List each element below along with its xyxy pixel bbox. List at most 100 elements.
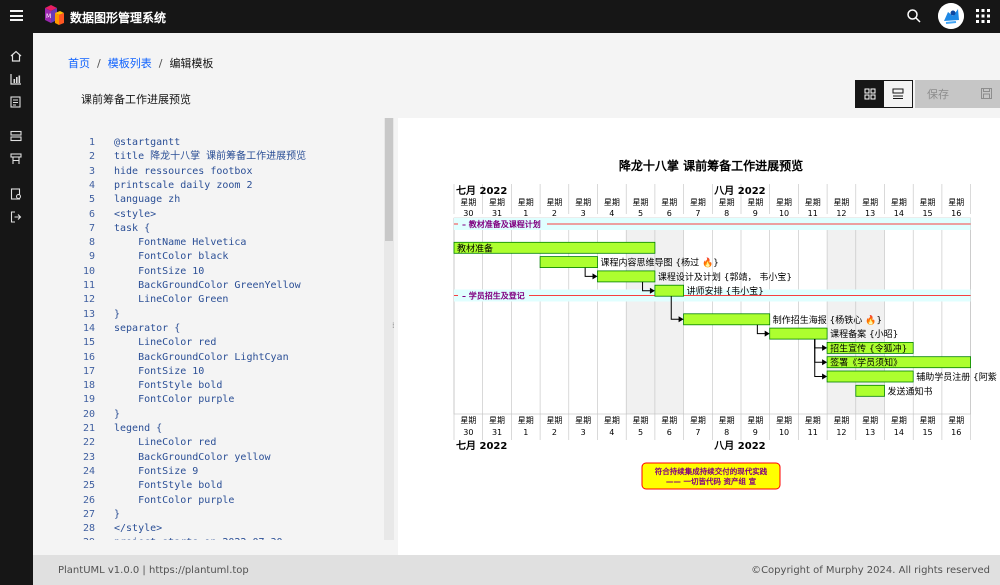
task-bar bbox=[826, 370, 914, 383]
footer-copyright: ©Copyright of Murphy 2024. All rights re… bbox=[751, 565, 990, 576]
line-number: 10 bbox=[82, 265, 95, 277]
weekday-label: 星期 bbox=[575, 416, 591, 425]
splitter-grip-icon[interactable]: ⁞ bbox=[392, 321, 395, 330]
line-number: 15 bbox=[82, 337, 95, 349]
breadcrumb: 首页/模板列表/编辑模板 bbox=[68, 55, 213, 71]
weekday-label: 星期 bbox=[546, 416, 562, 425]
save-button-label: 保存 bbox=[927, 88, 949, 101]
line-number: 25 bbox=[82, 480, 95, 492]
report-icon[interactable] bbox=[10, 188, 22, 200]
line-number: 29 bbox=[81, 536, 95, 540]
day-label: 4 bbox=[609, 428, 614, 437]
code-text: FontSize 9 bbox=[114, 465, 199, 477]
breadcrumb-current: 编辑模板 bbox=[169, 57, 214, 70]
footer: PlantUML v1.0.0 | https://plantuml.top ©… bbox=[33, 555, 1000, 585]
weekday-label: 星期 bbox=[604, 198, 620, 207]
code-text: } bbox=[114, 308, 121, 320]
day-label: 8 bbox=[724, 209, 729, 218]
logout-icon[interactable] bbox=[10, 211, 22, 223]
editor-scrollbar-track[interactable] bbox=[384, 118, 394, 540]
weekday-label: 星期 bbox=[489, 416, 505, 425]
code-text: LineColor Green bbox=[114, 294, 229, 306]
line-number: 11 bbox=[82, 280, 95, 291]
line-number: 22 bbox=[82, 437, 95, 449]
weekday-label: 星期 bbox=[948, 198, 964, 207]
breadcrumb-home[interactable]: 首页 bbox=[68, 57, 90, 70]
weekday-label: 星期 bbox=[690, 416, 706, 425]
weekday-label: 星期 bbox=[948, 416, 964, 425]
dependency-arrowhead bbox=[649, 287, 655, 294]
day-label: 12 bbox=[836, 428, 846, 437]
template-icon[interactable] bbox=[10, 153, 22, 165]
user-avatar[interactable] bbox=[938, 3, 964, 29]
code-text: separator { bbox=[114, 322, 181, 334]
code-text: task { bbox=[114, 222, 151, 234]
editor-scrollbar[interactable] bbox=[385, 118, 393, 241]
task-bar bbox=[539, 256, 598, 269]
task-label: 讲师安排 {韦小宝} bbox=[687, 285, 764, 297]
code-text: project starts on 2022-07-30 bbox=[114, 536, 283, 540]
separator-label-bg bbox=[458, 289, 529, 302]
weekday-label: 星期 bbox=[518, 416, 534, 425]
task-bar bbox=[597, 270, 656, 283]
save-button[interactable]: 保存 bbox=[915, 80, 1000, 108]
legend-text: —— 一切皆代码 资产组 宣 bbox=[666, 476, 757, 486]
legend-text: 符合持续集成持续交付的现代实践 bbox=[655, 466, 768, 476]
task-bar bbox=[654, 284, 684, 297]
code-text: FontStyle bold bbox=[114, 480, 223, 492]
dependency-arrowhead bbox=[822, 359, 828, 366]
code-text: FontSize 10 bbox=[114, 365, 205, 377]
edit-document-icon[interactable] bbox=[10, 96, 22, 108]
day-label: 16 bbox=[951, 209, 961, 218]
top-bar: M 数据图形管理系统 bbox=[0, 0, 1000, 33]
line-number: 17 bbox=[82, 365, 95, 377]
preview-view-button[interactable] bbox=[884, 81, 912, 107]
task-label: 课程设计及计划 {郭靖， 韦小宝} bbox=[658, 271, 792, 283]
app-switcher-icon[interactable] bbox=[976, 9, 990, 23]
line-number: 26 bbox=[82, 494, 95, 506]
dependency-arrowhead bbox=[678, 316, 684, 323]
home-icon[interactable] bbox=[10, 50, 22, 62]
day-label: 9 bbox=[753, 428, 758, 437]
code-text: FontSize 10 bbox=[114, 265, 205, 277]
code-text: <style> bbox=[114, 208, 157, 220]
day-label: 14 bbox=[894, 209, 904, 218]
code-text: language zh bbox=[114, 194, 181, 206]
task-label: 签署《学员须知》 bbox=[830, 357, 902, 369]
search-icon[interactable] bbox=[906, 8, 922, 24]
task-label: 教材准备 bbox=[457, 242, 493, 254]
app-title: 数据图形管理系统 bbox=[70, 11, 167, 25]
weekday-label: 星期 bbox=[776, 198, 792, 207]
task-label: 课程备案 {小昭} bbox=[830, 328, 898, 340]
weekday-label: 星期 bbox=[719, 416, 735, 425]
menu-icon[interactable] bbox=[10, 10, 23, 21]
line-number: 23 bbox=[82, 451, 95, 463]
storage-icon[interactable] bbox=[10, 130, 22, 142]
day-label: 16 bbox=[951, 428, 961, 437]
sidebar bbox=[0, 33, 33, 585]
day-label: 10 bbox=[779, 428, 789, 437]
month-label: 七月 2022 bbox=[456, 439, 507, 452]
code-text: BackGroundColor LightCyan bbox=[114, 351, 289, 363]
task-label: 发送通知书 bbox=[888, 385, 933, 397]
line-number: 13 bbox=[82, 308, 95, 320]
code-text: } bbox=[114, 408, 121, 420]
weekday-label: 星期 bbox=[460, 198, 476, 207]
day-label: 12 bbox=[836, 209, 846, 218]
breadcrumb-separator: / bbox=[158, 57, 163, 70]
code-text: @startgantt bbox=[114, 137, 181, 148]
weekday-label: 星期 bbox=[805, 416, 821, 425]
weekday-label: 星期 bbox=[747, 416, 763, 425]
weekday-label: 星期 bbox=[460, 416, 476, 425]
breadcrumb-template-list[interactable]: 模板列表 bbox=[107, 57, 152, 70]
line-number: 21 bbox=[82, 423, 95, 434]
chart-icon[interactable] bbox=[10, 73, 22, 85]
weekday-label: 星期 bbox=[862, 416, 878, 425]
task-label: 制作招生海报 {杨铁心 🔥} bbox=[773, 314, 882, 326]
preview-view-icon bbox=[892, 88, 904, 99]
split-view-button[interactable] bbox=[856, 81, 884, 107]
day-label: 1 bbox=[523, 428, 528, 437]
day-label: 30 bbox=[463, 209, 473, 218]
